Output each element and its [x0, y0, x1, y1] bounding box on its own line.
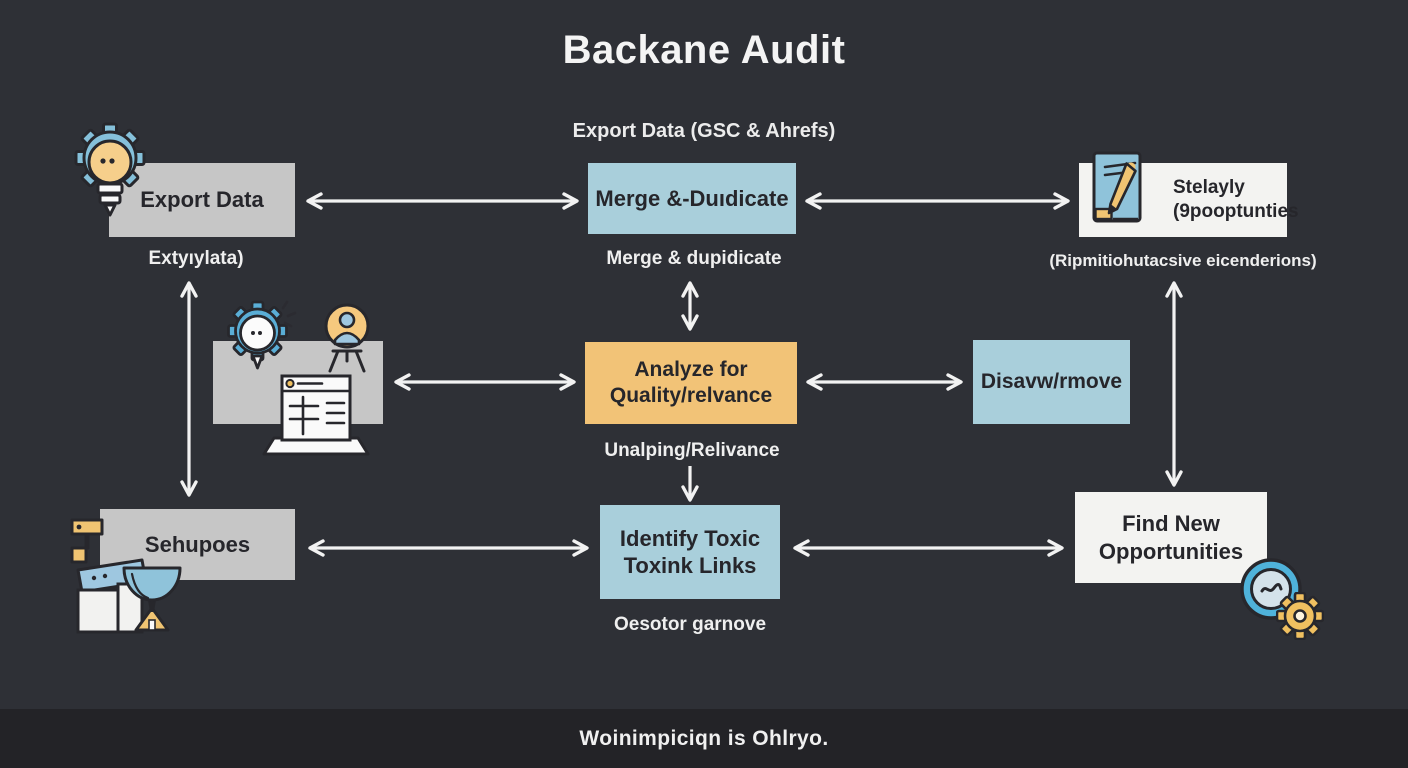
node-merge-dedupe: Merge &-Duıdicate [588, 163, 796, 234]
node-find-new-opportunities: Find New Opportunities [1075, 492, 1267, 583]
node-label-line1: Find New [1122, 511, 1220, 536]
caption-merge-dedupe: Merge & dupidicate [606, 248, 782, 269]
caption-analyze: Unalping/Relivance [604, 440, 780, 461]
node-label-line2: Opportunities [1098, 538, 1244, 564]
node-label-line2: (9pooptunties [1173, 201, 1299, 222]
node-label-line1: Analyze for [634, 357, 748, 381]
gear-lightbulb-icon [227, 300, 297, 370]
node-label-line2: Quality/relvance [609, 384, 773, 407]
spreadsheet-laptop-icon [262, 374, 370, 456]
node-export-data: Export Data [109, 163, 295, 237]
person-easel-icon [324, 303, 370, 373]
caption-export-data: Extyıylata) [148, 248, 244, 269]
caption-identify-toxic: Oesotor garnove [613, 614, 767, 635]
gear-icon [1276, 592, 1324, 640]
page-title: Backane Audit [562, 28, 846, 72]
document-pencil-icon [1092, 151, 1142, 223]
node-label: Disavw/rmove [980, 369, 1123, 393]
node-disavow-remove: Disavw/rmove [973, 340, 1130, 424]
node-label: Sehupoes [144, 531, 251, 557]
footer-text: Woinimpiciqn is Ohlryo. [579, 726, 829, 750]
diagram-subtitle: Export Data (GSC & Ahrefs) [572, 120, 836, 142]
machine-satellite-dish-icon [70, 518, 182, 634]
node-label: Export Data [140, 187, 264, 213]
caption-strategy: (Ripmitiohutacsive eicenderions) [1049, 251, 1317, 270]
lightbulb-gear-icon [74, 122, 146, 217]
node-label-line1: Stelayly [1173, 177, 1245, 199]
node-label-line1: Identify Toxic [619, 525, 761, 551]
node-identify-toxic-links: Identify Toxic Toxink Links [600, 505, 780, 599]
footer-bar: Woinimpiciqn is Ohlryo. [0, 709, 1408, 768]
node-analyze-quality: Analyze for Quality/relvance [585, 342, 797, 424]
node-label-line2: Toxink Links [623, 553, 757, 578]
node-label: Merge &-Duıdicate [595, 185, 789, 211]
